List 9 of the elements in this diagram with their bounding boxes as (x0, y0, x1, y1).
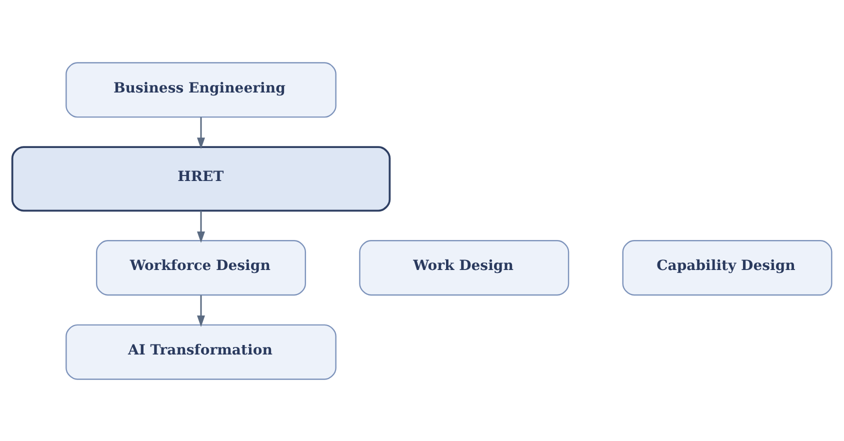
node-box: Workforce Design (96, 240, 306, 296)
node-box: Work Design (359, 240, 570, 296)
arrow (197, 116, 206, 148)
node-box: Capability Design (622, 240, 832, 296)
node-box: Business Engineering (66, 62, 336, 118)
node-box: AI Transformation (66, 324, 336, 380)
arrow (197, 294, 206, 326)
arrow (197, 210, 206, 242)
node-box: HRET (11, 146, 391, 212)
